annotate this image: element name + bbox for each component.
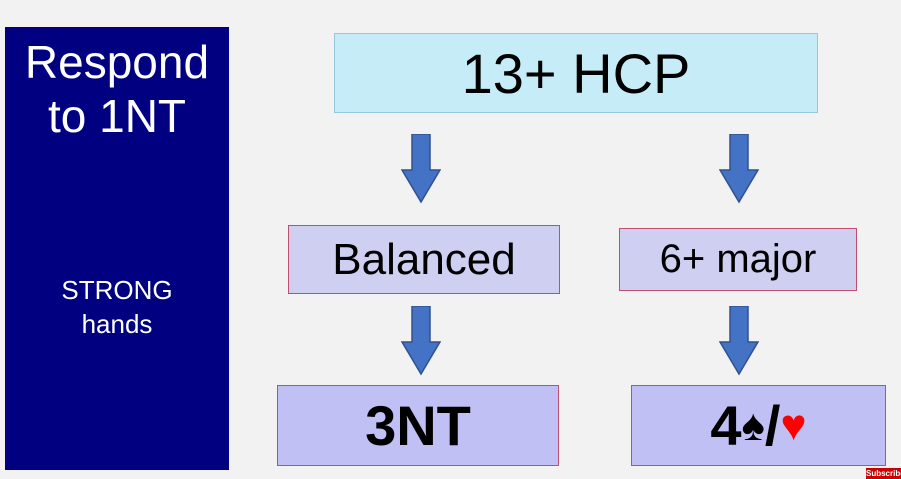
subscribe-button[interactable]: Subscribe [866,468,901,479]
hcp-label: 13+ HCP [461,41,691,105]
arrow-down-icon [719,134,759,204]
three-nt-label: 3NT [365,394,471,457]
hcp-box: 13+ HCP [334,33,818,113]
balanced-box: Balanced [288,225,560,294]
three-nt-box: 3NT [277,385,559,466]
major-label: 6+ major [659,237,817,281]
spade-icon: ♠ [741,400,765,450]
slash-label: / [764,394,781,457]
arrow-down-icon [719,306,759,376]
four-label: 4 [710,394,742,457]
sidebar-title: Respond to 1NT [24,36,210,142]
arrow-down-icon [401,134,441,204]
major-box: 6+ major [619,228,857,291]
arrow-down-icon [401,306,441,376]
heart-icon: ♥ [780,400,807,450]
four-major-box: 4 ♠ / ♥ [631,385,886,466]
balanced-label: Balanced [332,234,516,284]
sidebar-panel: Respond to 1NT STRONG hands [5,27,229,470]
sidebar-subtitle: STRONG hands [61,275,173,339]
